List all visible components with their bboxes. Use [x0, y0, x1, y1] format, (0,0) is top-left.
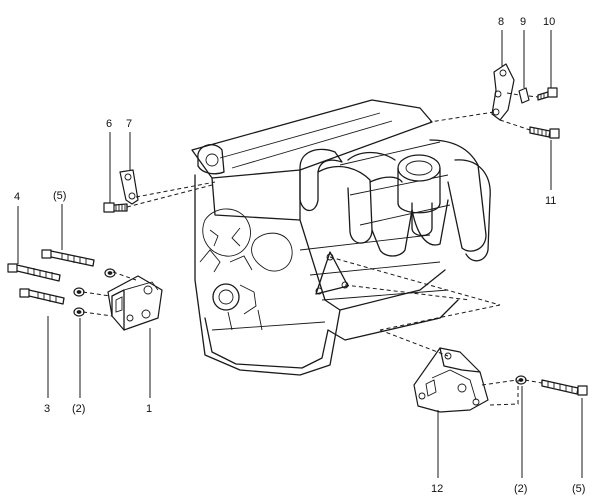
part-4-bolt: [7, 263, 61, 282]
engine-block: [191, 99, 459, 376]
callout-9: 9: [520, 16, 526, 28]
callout-1: 1: [146, 403, 152, 415]
part-3-bolt: [19, 288, 65, 305]
callout-6: 6: [106, 118, 112, 130]
callout-4: 4: [14, 191, 20, 203]
part-12-mount-bracket: [413, 347, 489, 413]
callout-2-left: (2): [72, 403, 85, 415]
intake-manifold: [299, 139, 491, 262]
part-7-bracket: [119, 169, 139, 205]
callout-labels: 6 7 4 (5) 3 (2) 1 8 9 10 11 12 (2) (5): [14, 16, 585, 495]
callout-3: 3: [44, 403, 50, 415]
callout-12: 12: [431, 483, 443, 495]
part-8-bracket: [491, 63, 515, 121]
part-5-bolt-left: [41, 249, 95, 267]
part-11-bolt: [529, 126, 560, 139]
part-5-bolt-right: [541, 379, 588, 396]
part-9-spacer: [518, 87, 530, 104]
assembly-lines: [82, 92, 543, 406]
callout-10: 10: [543, 16, 555, 28]
callout-7: 7: [126, 118, 132, 130]
part-6-bolt: [103, 202, 128, 213]
callout-2-right: (2): [514, 483, 527, 495]
callout-5-left: (5): [53, 190, 66, 202]
callout-5-right: (5): [572, 483, 585, 495]
callout-11: 11: [545, 195, 556, 207]
part-10-bolt: [537, 87, 558, 101]
leader-lines: [17, 30, 583, 478]
part-1-mount-bracket: [107, 275, 163, 331]
callout-8: 8: [498, 16, 504, 28]
